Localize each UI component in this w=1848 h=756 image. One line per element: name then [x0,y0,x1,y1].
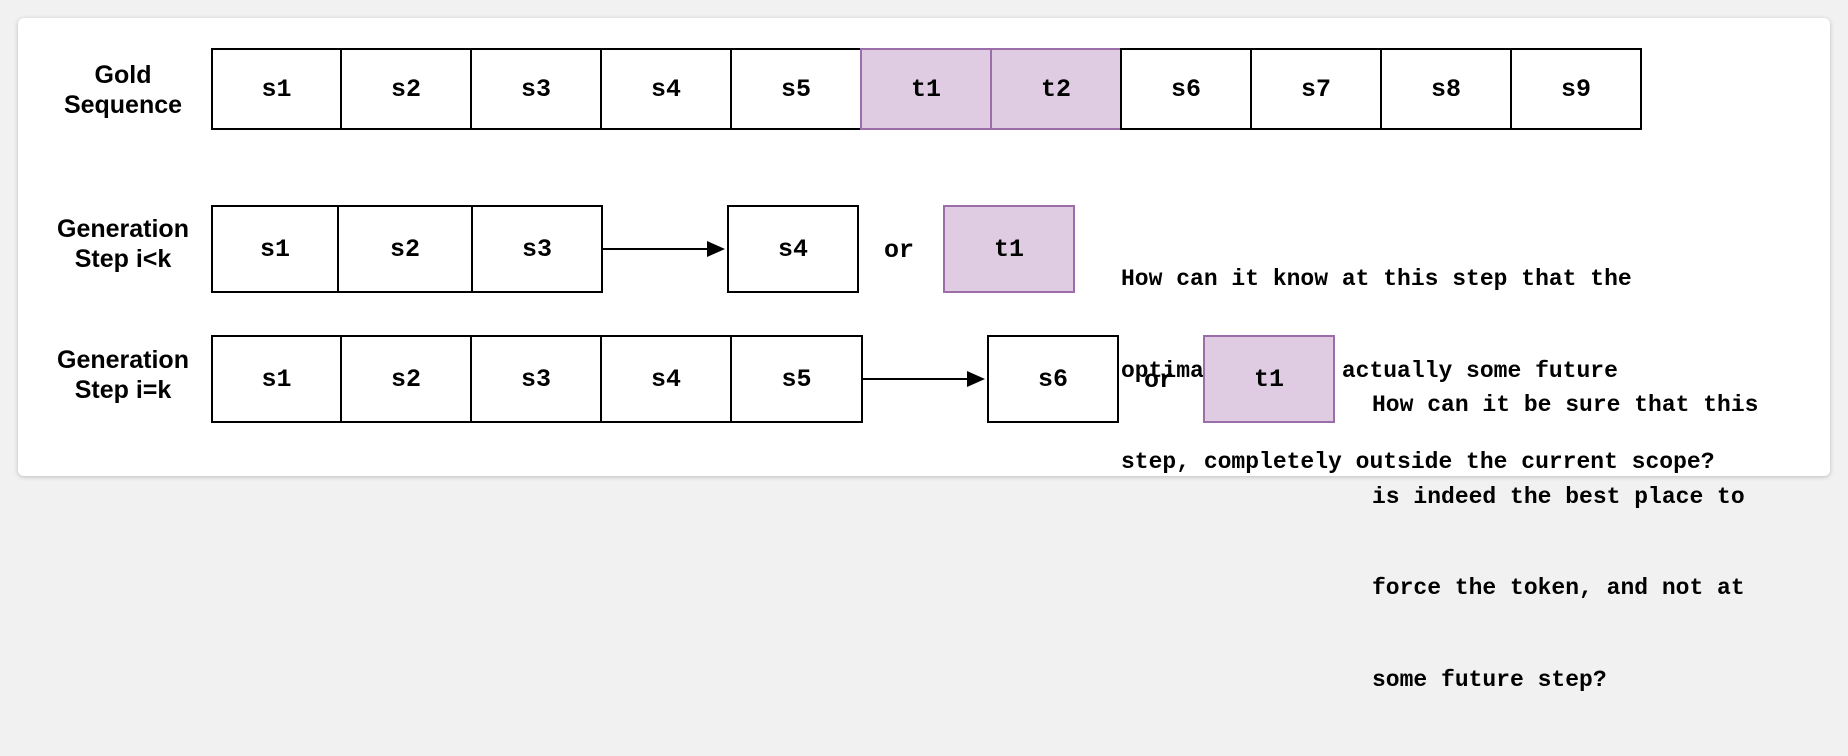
gold-cell-t2: t2 [990,48,1122,130]
gold-label-line1: Gold [94,61,152,89]
gold-cell-s9: s9 [1510,48,1642,130]
gold-cell-s3: s3 [470,48,602,130]
diagram-card: Gold Sequence s1 s2 s3 s4 s5 t1 t2 s6 s7… [18,18,1830,693]
step-eq-question-line3: force the token, and not at [1372,575,1745,601]
step-lt-label-line2: Step i<k [74,245,172,273]
step-lt-label: Generation Step i<k [38,214,208,274]
step-eq-question-line4: some future step? [1372,666,1607,693]
gold-label-line2: Sequence [63,91,183,119]
step-eq-cell-s4: s4 [600,335,732,423]
step-eq-or-text: or [1144,366,1175,395]
step-eq-cell-s3: s3 [470,335,602,423]
step-lt-cell-s2: s2 [337,205,473,293]
step-eq-label-line2: Step i=k [74,376,172,404]
step-lt-question-line3: step, completely outside the current sco… [1121,449,1715,475]
step-lt-option-t1: t1 [943,205,1075,293]
gold-cell-t1: t1 [860,48,992,130]
step-eq-option-t1: t1 [1203,335,1335,423]
step-lt-cell-s3: s3 [471,205,603,293]
step-eq-cell-s5: s5 [730,335,863,423]
step-eq-arrow [863,371,985,387]
gold-cell-s1: s1 [211,48,342,130]
step-lt-option-s4: s4 [727,205,859,293]
step-eq-label-line1: Generation [57,346,189,374]
step-eq-cell-s2: s2 [340,335,472,423]
step-eq-label: Generation Step i=k [38,345,208,405]
step-lt-question-line1: How can it know at this step that the [1121,266,1632,292]
gold-sequence-label: Gold Sequence [38,60,208,120]
step-eq-question-line1: How can it be sure that this [1372,392,1759,418]
arrows-layer [603,241,985,387]
step-lt-label-line1: Generation [57,215,189,243]
gold-cell-s8: s8 [1380,48,1512,130]
gold-cell-s2: s2 [340,48,472,130]
step-lt-or-text: or [884,236,915,265]
step-eq-option-s6: s6 [987,335,1119,423]
step-lt-question: How can it know at this step that the op… [1121,203,1715,539]
gold-cell-s6: s6 [1120,48,1252,130]
gold-cell-s4: s4 [600,48,732,130]
step-lt-arrow [603,241,725,257]
step-eq-question-line2: is indeed the best place to [1372,483,1745,510]
